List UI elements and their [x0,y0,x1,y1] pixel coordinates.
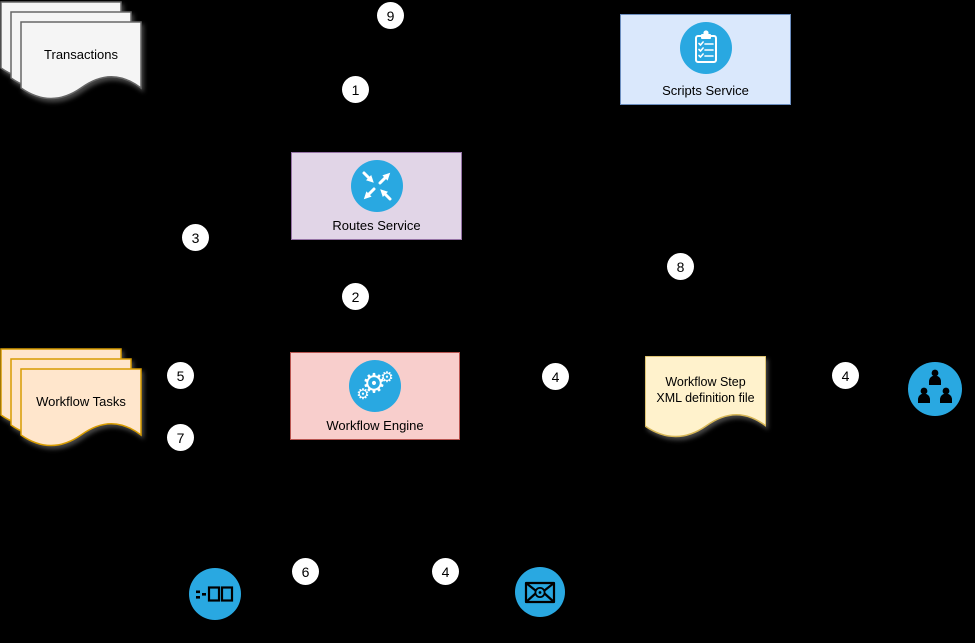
step-badge-6[interactable]: 6 [292,558,319,585]
stacked-documents-shape [0,1,142,100]
svg-text:⚙: ⚙ [380,368,393,386]
step-badge-9[interactable]: 9 [377,2,404,29]
workflow-tasks-document[interactable]: Workflow Tasks [0,347,145,453]
step-badge-1[interactable]: 1 [342,76,369,103]
routes-service-node[interactable]: Routes Service [291,152,462,240]
message-queue-node[interactable] [188,567,242,621]
clipboard-icon [679,22,732,74]
step-badge-3[interactable]: 3 [182,224,209,251]
workflow-step-xml-document[interactable]: Workflow Step XML definition file [645,356,766,446]
workflow-tasks-label: Workflow Tasks [36,393,126,409]
step-badge-7[interactable]: 7 [167,424,194,451]
transactions-document[interactable]: Transactions [0,0,145,106]
message-queue-icon [189,568,241,620]
routes-service-label: Routes Service [332,217,421,233]
step-badge-4-left[interactable]: 4 [542,363,569,390]
step-badge-4-bottom[interactable]: 4 [432,558,459,585]
step-badge-8[interactable]: 8 [667,253,694,280]
scripts-service-node[interactable]: Scripts Service [620,14,791,105]
step-badge-2[interactable]: 2 [342,283,369,310]
workflow-engine-node[interactable]: ⚙ ⚙ ⚙ Workflow Engine [290,352,460,440]
scripts-service-label: Scripts Service [662,82,749,98]
step-badge-5[interactable]: 5 [167,362,194,389]
svg-text:⚙: ⚙ [362,369,386,400]
workflow-step-xml-label-line1: Workflow Step [665,375,746,390]
team-icon [908,362,962,416]
step-badge-4-right[interactable]: 4 [832,362,859,389]
stacked-documents-shape [0,348,142,447]
email-node[interactable] [515,567,565,617]
svg-text:⚙: ⚙ [356,385,369,403]
team-node[interactable] [907,361,963,417]
gears-icon: ⚙ ⚙ ⚙ [349,360,401,412]
workflow-step-xml-label-line2: XML definition file [656,391,755,405]
transactions-label: Transactions [44,46,118,62]
document-shape [645,356,766,438]
workflow-engine-label: Workflow Engine [326,417,424,433]
route-arrows-icon [350,160,403,212]
email-icon [515,567,565,617]
